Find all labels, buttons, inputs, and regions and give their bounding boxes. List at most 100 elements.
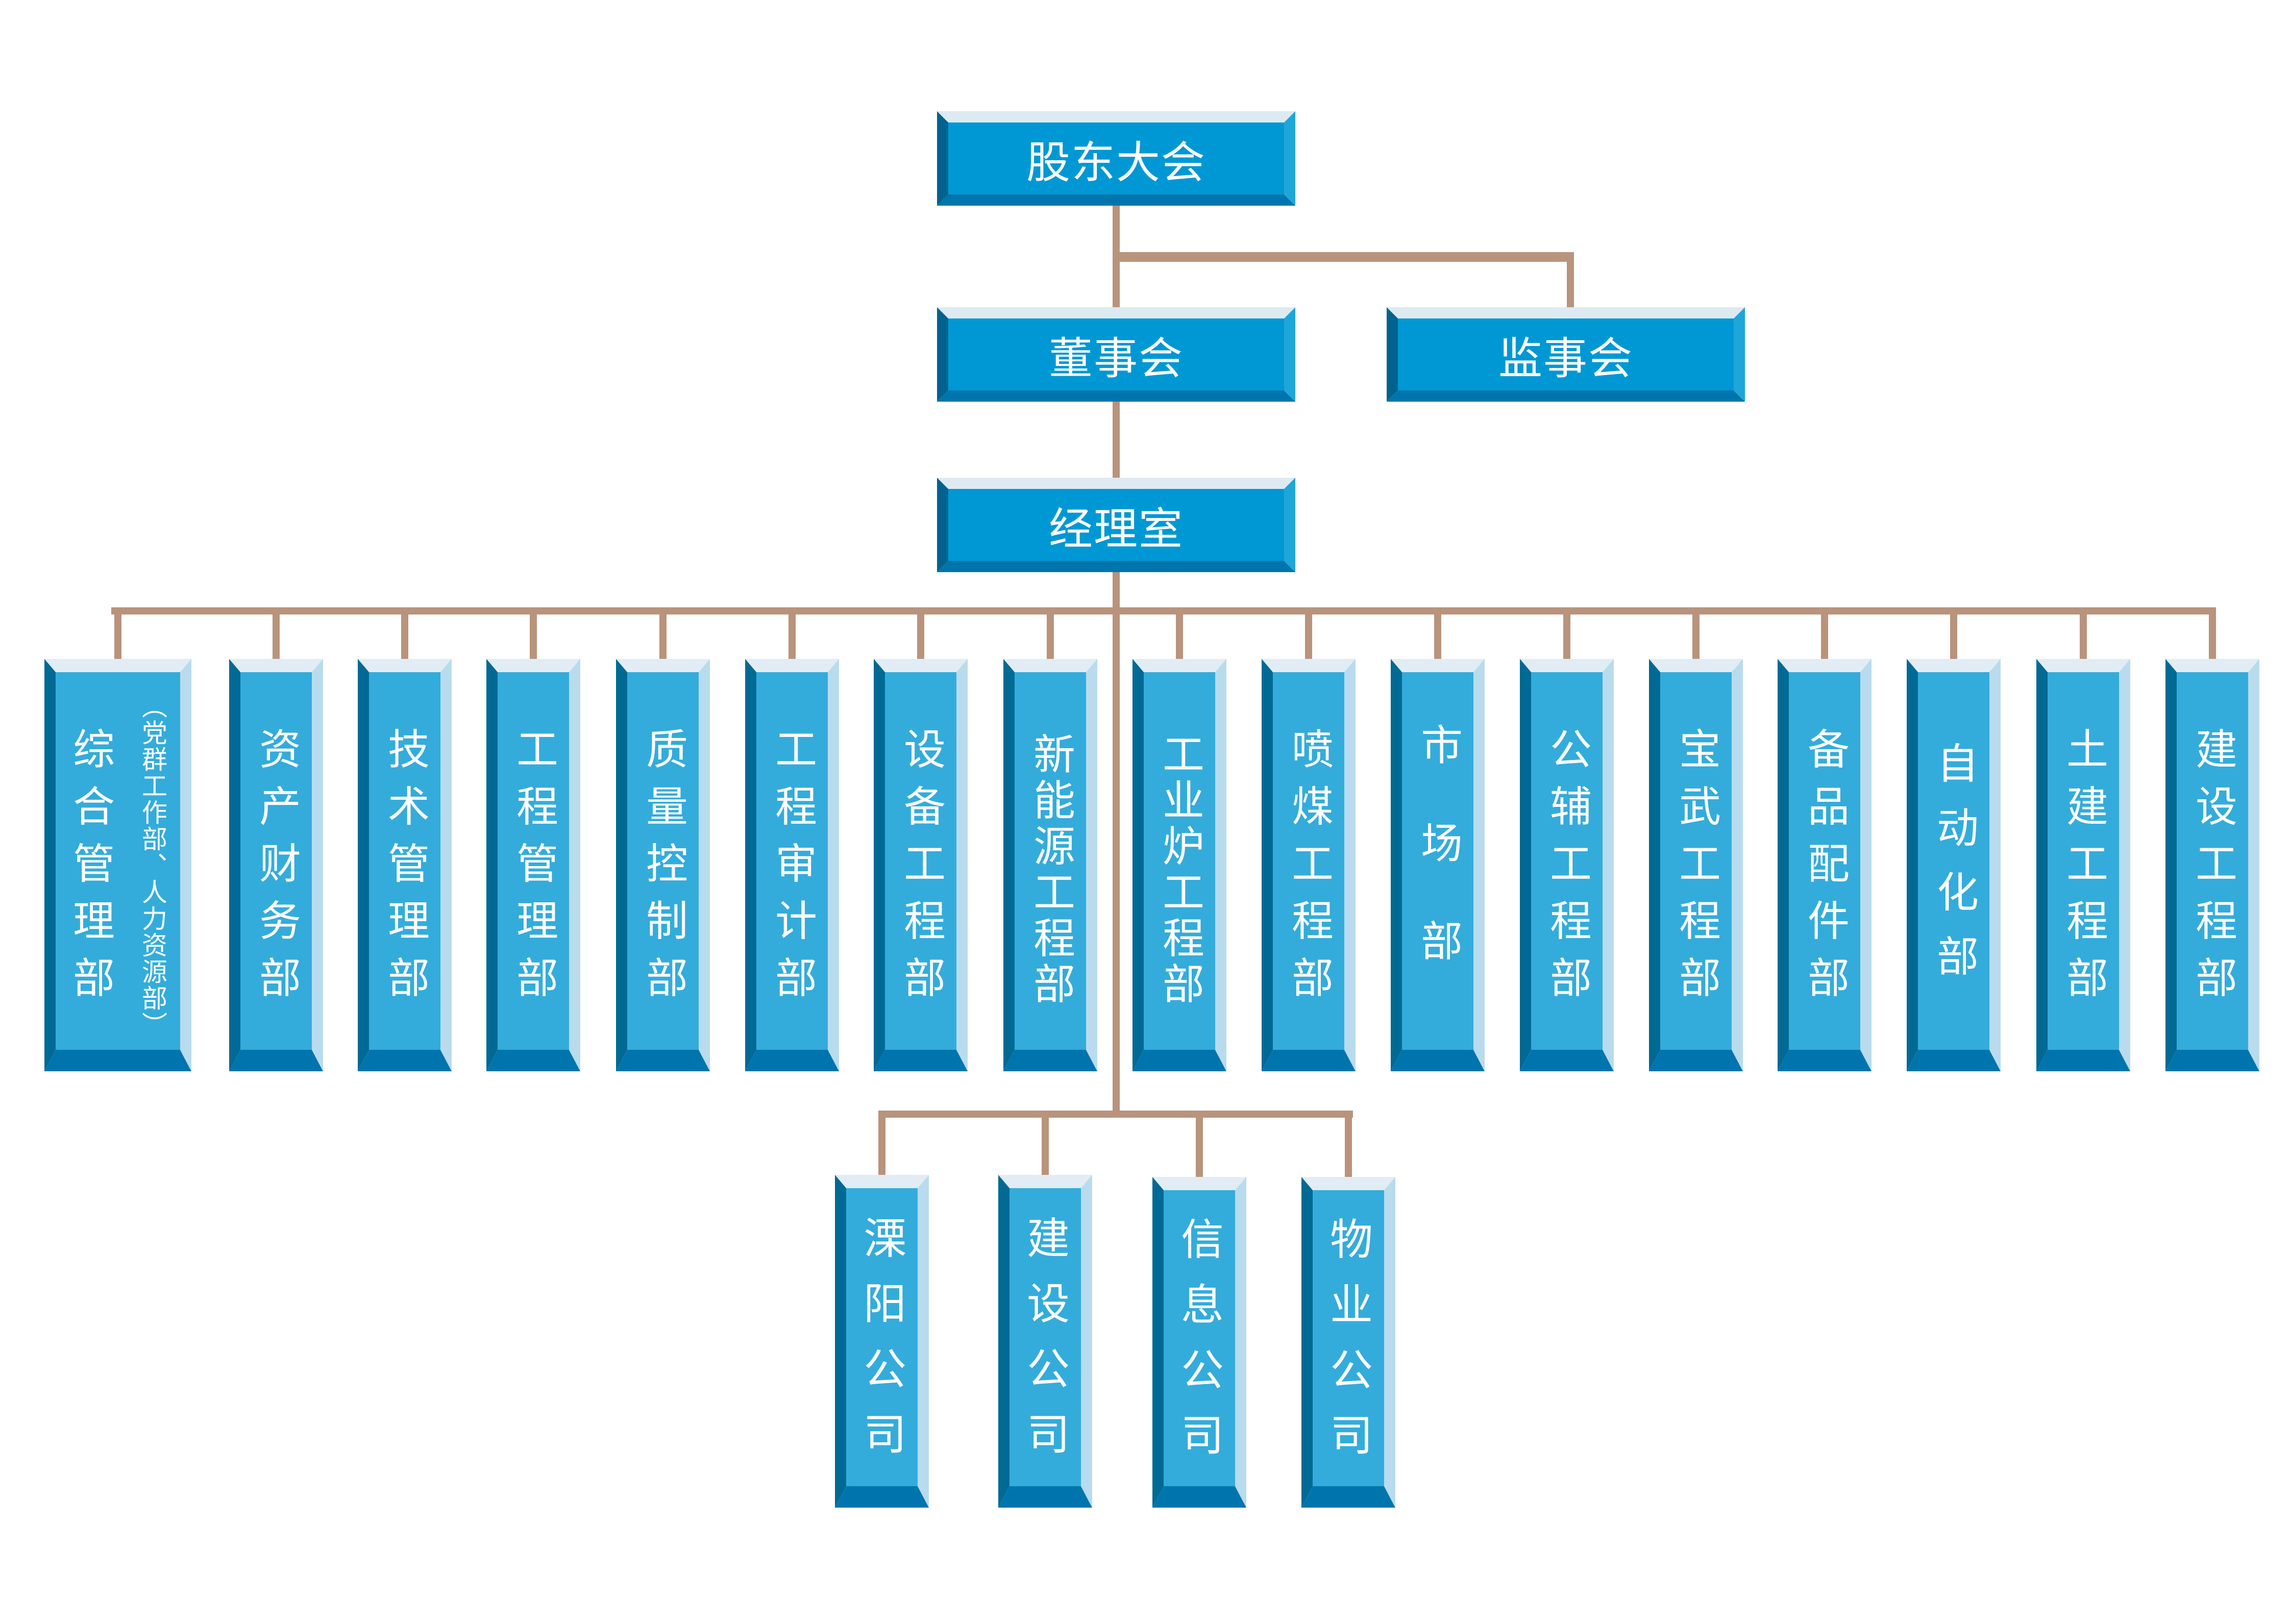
bevel-left (1907, 659, 1918, 1071)
connector-subsidiary-bus (879, 1111, 1353, 1118)
department-box[interactable]: 工业炉工程部 (1132, 659, 1226, 1071)
department-label: 土建工程部 (2059, 727, 2108, 1013)
department-box[interactable]: 工程管理部 (486, 659, 580, 1071)
connector-trunk (1113, 206, 1120, 1118)
subsidiary-box[interactable]: 物业公司 (1301, 1177, 1395, 1508)
department-box[interactable]: 宝武工程部 (1649, 659, 1743, 1071)
bevel-bottom (1649, 1050, 1743, 1071)
bevel-bottom (229, 1050, 323, 1071)
bevel-top (1152, 1177, 1246, 1190)
bevel-left (1003, 659, 1015, 1071)
box-face (1402, 672, 1473, 1050)
department-box[interactable]: 市场部 (1391, 659, 1485, 1071)
department-box[interactable]: 公辅工程部 (1520, 659, 1614, 1071)
box-bevel (2165, 659, 2259, 1071)
box-bevel (616, 659, 710, 1071)
bevel-right (312, 659, 323, 1071)
bevel-left (998, 1175, 1009, 1508)
bevel-bottom (1387, 390, 1745, 402)
bevel-top (1649, 659, 1743, 672)
connector-drop (1196, 1111, 1203, 1177)
box-face (369, 672, 440, 1050)
box-bevel (1003, 659, 1097, 1071)
bevel-top (616, 659, 710, 672)
box-face (2048, 672, 2119, 1050)
box-bevel (1649, 659, 1743, 1071)
shareholders-meeting-box[interactable]: 股东大会 (937, 111, 1295, 206)
connector-drop (1563, 607, 1570, 659)
bevel-bottom (1262, 1050, 1356, 1071)
box-face (948, 489, 1284, 561)
subsidiary-box[interactable]: 信息公司 (1152, 1177, 1246, 1508)
bevel-right (918, 1175, 929, 1508)
connector-drop (1176, 607, 1183, 659)
bevel-left (1778, 659, 1789, 1071)
bevel-top (835, 1175, 929, 1188)
bevel-left (937, 307, 948, 402)
subsidiary-label: 建设公司 (1020, 1216, 1070, 1477)
bevel-left (229, 659, 240, 1071)
bevel-top (937, 307, 1295, 318)
department-box[interactable]: 喷煤工程部 (1262, 659, 1356, 1071)
bevel-bottom (1907, 1050, 2001, 1071)
board-of-directors-box[interactable]: 董事会 (937, 307, 1295, 402)
department-box[interactable]: 备品配件部 (1778, 659, 1872, 1071)
department-box[interactable]: 土建工程部 (2036, 659, 2130, 1071)
department-box[interactable]: 自动化部 (1907, 659, 2001, 1071)
bevel-left (358, 659, 369, 1071)
bevel-top (1262, 659, 1356, 672)
bevel-right (1384, 1177, 1395, 1508)
connector-drop (1692, 607, 1700, 659)
department-box[interactable]: 综合管理部 （党群工作部、人力资源部） (44, 659, 191, 1071)
box-bevel (937, 307, 1295, 402)
bevel-top (1391, 659, 1485, 672)
connector-drop (2209, 607, 2216, 659)
connector-drop (917, 607, 924, 659)
bevel-top (229, 659, 323, 672)
board-of-supervisors-box[interactable]: 监事会 (1387, 307, 1745, 402)
box-face (1660, 672, 1732, 1050)
subsidiary-box[interactable]: 溧阳公司 (835, 1175, 929, 1508)
bevel-right (699, 659, 710, 1071)
bevel-bottom (2165, 1050, 2259, 1071)
box-face (1164, 1190, 1235, 1486)
bevel-left (835, 1175, 846, 1508)
connector-drop (659, 607, 667, 659)
bevel-top (1907, 659, 2001, 672)
bevel-bottom (1003, 1050, 1097, 1071)
department-box[interactable]: 资产财务部 (229, 659, 323, 1071)
box-face (498, 672, 569, 1050)
department-label: 设备工程部 (896, 727, 945, 1013)
bevel-top (1132, 659, 1226, 672)
connector-drop (878, 1111, 885, 1175)
bevel-left (1387, 307, 1398, 402)
bevel-right (1860, 659, 1872, 1071)
box-bevel (229, 659, 323, 1071)
connector-supervisors-bus (1113, 252, 1574, 262)
bevel-top (44, 659, 191, 672)
box-face (756, 672, 828, 1050)
bevel-left (1152, 1177, 1164, 1508)
department-label: 公辅工程部 (1542, 727, 1591, 1013)
subsidiary-label: 信息公司 (1174, 1217, 1224, 1478)
bevel-bottom (1301, 1486, 1395, 1508)
connector-drop (1305, 607, 1312, 659)
bevel-bottom (745, 1050, 839, 1071)
managers-office-box[interactable]: 经理室 (937, 478, 1295, 572)
bevel-bottom (937, 390, 1295, 402)
department-box[interactable]: 设备工程部 (874, 659, 968, 1071)
department-box[interactable]: 建设工程部 (2165, 659, 2259, 1071)
connector-drop (1434, 607, 1441, 659)
department-box[interactable]: 技术管理部 (358, 659, 452, 1071)
bevel-right (2119, 659, 2130, 1071)
bevel-right (1344, 659, 1356, 1071)
connector-drop (273, 607, 280, 659)
bevel-top (874, 659, 968, 672)
department-box[interactable]: 质量控制部 (616, 659, 710, 1071)
box-bevel (937, 478, 1295, 572)
subsidiary-box[interactable]: 建设公司 (998, 1175, 1092, 1508)
department-box[interactable]: 工程审计部 (745, 659, 839, 1071)
department-box[interactable]: 新能源工程部 (1003, 659, 1097, 1071)
box-bevel (1907, 659, 2001, 1071)
connector-drop (114, 607, 121, 659)
